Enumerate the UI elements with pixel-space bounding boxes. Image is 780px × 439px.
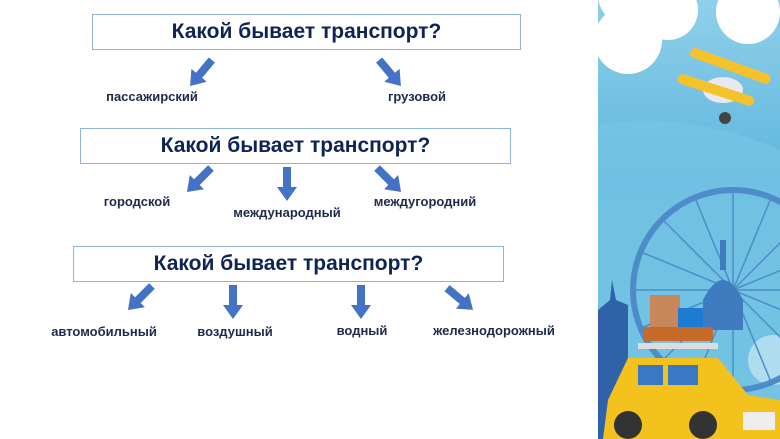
answer-water: водный [336,323,388,338]
biplane-icon [677,48,771,124]
arrow-icon [371,54,408,93]
arrow-icon [370,161,408,199]
yellow-car-icon [603,343,780,439]
answer-automobile: автомобильный [51,324,157,339]
arrow-icon [180,161,218,199]
transport-illustration [598,0,780,439]
arrow-icon [351,285,371,319]
arrow-icon [223,285,243,319]
question-title: Какой бывает транспорт? [171,20,442,43]
answer-city: городской [103,194,171,209]
answer-passenger: пассажирский [106,89,198,104]
arrow-icon [441,280,480,317]
arrow-icon [121,279,159,317]
arrow-icon [277,167,297,201]
answer-international: международный [233,205,341,220]
answer-cargo: грузовой [387,89,447,104]
question-title: Какой бывает транспорт? [160,134,431,157]
question-title: Какой бывает транспорт? [153,252,424,275]
question-box-3: Какой бывает транспорт? [73,246,504,282]
arrow-icon [182,54,219,93]
luggage-icon [643,295,713,341]
answer-railway: железнодорожный [433,323,555,338]
question-box-1: Какой бывает транспорт? [92,14,521,50]
answer-intercity: междугородний [373,194,477,209]
question-box-2: Какой бывает транспорт? [80,128,511,164]
answer-air: воздушный [197,324,273,339]
